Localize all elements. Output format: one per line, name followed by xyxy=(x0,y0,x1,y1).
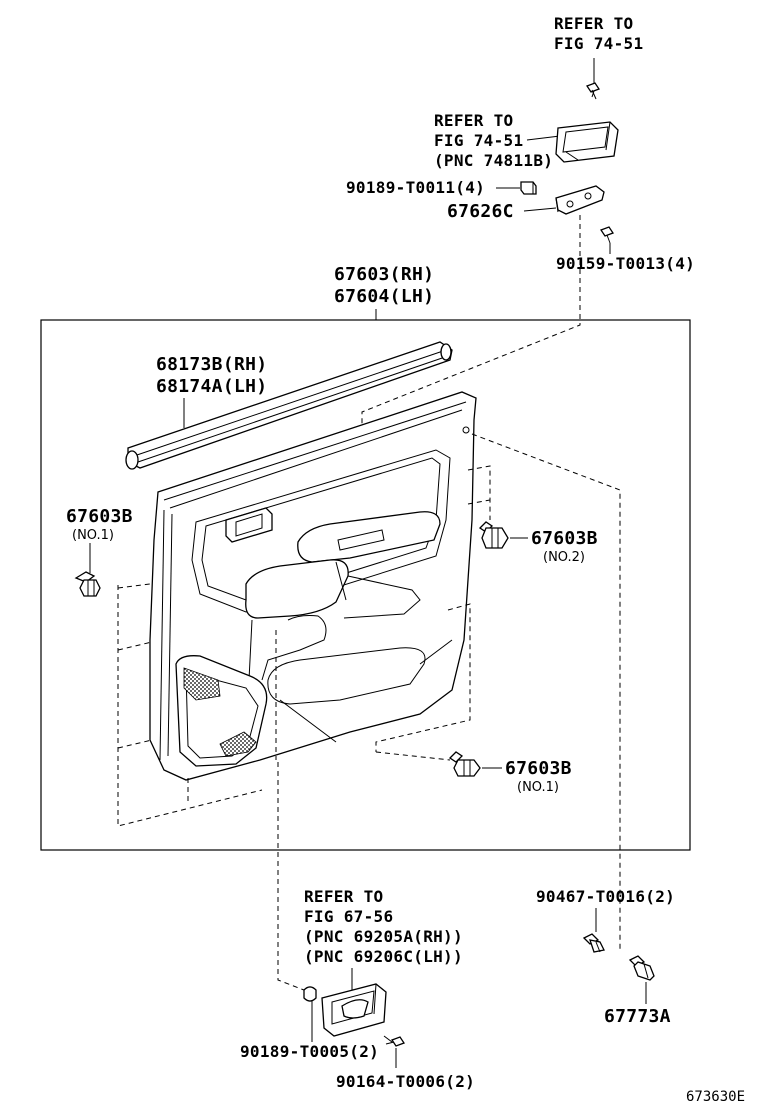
label-67603b-right-sub: (NO.2) xyxy=(543,550,585,565)
door-trim-board-icon xyxy=(149,391,477,781)
label-67603b-right: 67603B xyxy=(531,528,598,549)
cushion-clip-icon xyxy=(628,955,655,981)
label-67603-rh: 67603(RH) xyxy=(334,264,434,285)
refer-handle-line2: FIG 67-56 xyxy=(304,907,393,926)
label-67626c: 67626C xyxy=(447,201,514,222)
clip-left-icon xyxy=(74,571,101,597)
label-67603b-left: 67603B xyxy=(66,506,133,527)
refer-handle-line4: (PNC 69206C(LH)) xyxy=(304,947,463,966)
refer-top-line1: REFER TO xyxy=(554,14,633,33)
label-90467-t0016: 90467-T0016(2) xyxy=(536,887,675,906)
refer-switch-line2: FIG 74-51 xyxy=(434,131,523,150)
handle-screw-icon xyxy=(383,1035,405,1047)
refer-switch-line3: (PNC 74811B) xyxy=(434,151,553,170)
clip-nut-icon xyxy=(520,181,537,195)
refer-top-line2: FIG 74-51 xyxy=(554,34,643,53)
label-90164-t0006: 90164-T0006(2) xyxy=(336,1072,475,1091)
label-68174a-lh: 68174A(LH) xyxy=(156,376,267,397)
clip-bottom-icon xyxy=(448,751,481,777)
pin-fastener-icon xyxy=(582,933,605,953)
handle-clip-icon xyxy=(303,986,317,1002)
label-67773a: 67773A xyxy=(604,1006,671,1027)
refer-handle-line1: REFER TO xyxy=(304,887,383,906)
switch-base-icon xyxy=(555,121,619,163)
bracket-icon xyxy=(555,185,605,215)
label-68173b-rh: 68173B(RH) xyxy=(156,354,267,375)
label-67603b-bottom: 67603B xyxy=(505,758,572,779)
label-90159-t0013: 90159-T0013(4) xyxy=(556,254,695,273)
label-90189-t0011: 90189-T0011(4) xyxy=(346,178,485,197)
label-90189-t0005: 90189-T0005(2) xyxy=(240,1042,379,1061)
assembly-frame xyxy=(40,319,691,851)
inside-handle-icon xyxy=(321,983,387,1037)
weatherstrip-icon xyxy=(125,341,453,470)
figure-code: 673630E xyxy=(686,1089,745,1105)
bracket-screw-icon xyxy=(600,226,614,244)
label-67603b-left-sub: (NO.1) xyxy=(72,528,114,543)
clip-right-icon xyxy=(478,521,509,549)
refer-switch-line1: REFER TO xyxy=(434,111,513,130)
label-67603b-bottom-sub: (NO.1) xyxy=(517,780,559,795)
refer-handle-line3: (PNC 69205A(RH)) xyxy=(304,927,463,946)
label-67604-lh: 67604(LH) xyxy=(334,286,434,307)
top-screw-icon xyxy=(586,82,600,100)
